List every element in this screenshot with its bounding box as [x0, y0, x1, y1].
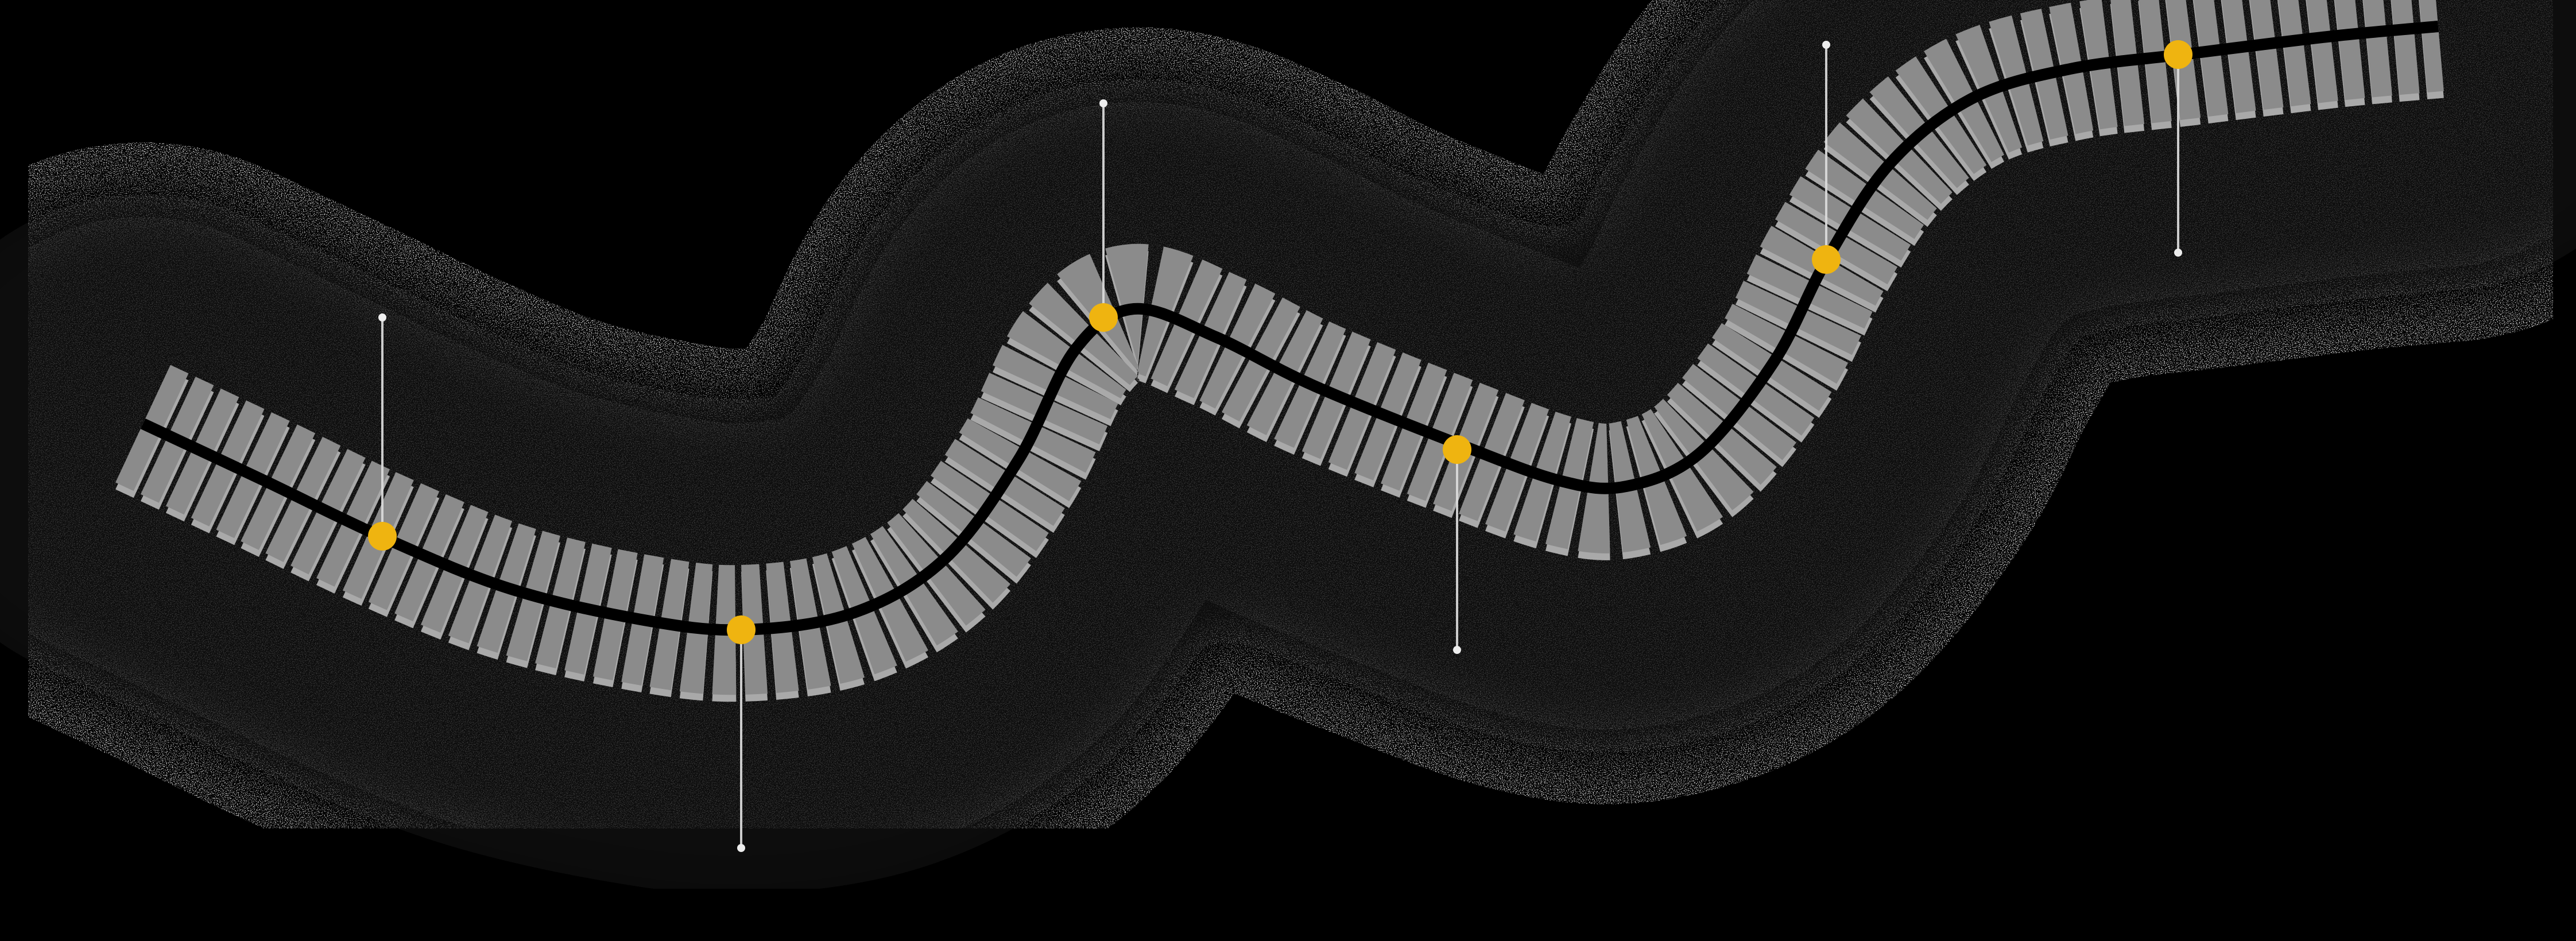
milestone-endpoint-dot: [737, 844, 745, 852]
track-center-gap: [140, 21, 2439, 636]
milestone-6: [2164, 40, 2192, 257]
milestone-endpoint-dot: [1822, 41, 1830, 49]
milestone-endpoint-dot: [1453, 646, 1461, 654]
milestone-5: [1812, 41, 1841, 274]
railway-track: [115, 0, 2445, 702]
milestone-dot[interactable]: [2164, 40, 2192, 69]
milestone-dot[interactable]: [368, 522, 397, 551]
milestone-3: [1089, 99, 1118, 332]
milestone-endpoint-dot: [378, 313, 386, 322]
milestone-dot[interactable]: [1089, 303, 1118, 332]
milestone-dot[interactable]: [727, 615, 756, 644]
milestone-1: [368, 313, 397, 551]
milestone-dot[interactable]: [1812, 245, 1841, 274]
milestone-endpoint-dot: [1099, 99, 1107, 107]
milestone-endpoint-dot: [2174, 249, 2182, 257]
milestones: [368, 40, 2192, 852]
milestone-4: [1443, 435, 1471, 654]
milestone-dot[interactable]: [1443, 435, 1471, 464]
milestone-2: [727, 615, 756, 852]
